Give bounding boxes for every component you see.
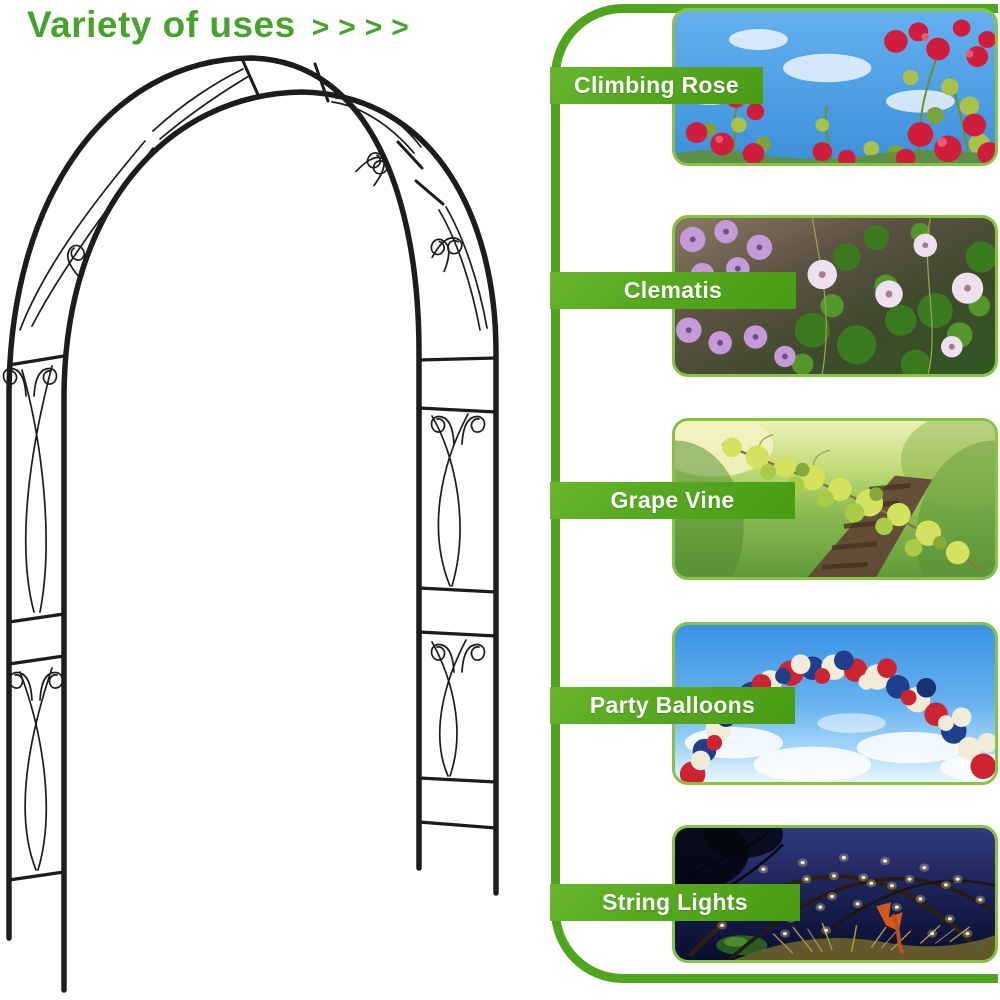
arch-scrollwork [2, 68, 488, 871]
right-post-crossbars [417, 356, 498, 830]
string-lights-photo [672, 825, 998, 963]
use-label-climbing-rose: Climbing Rose [550, 67, 763, 104]
use-label-string-lights: String Lights [550, 884, 800, 921]
title-row: Variety of uses >>>> [27, 4, 418, 46]
use-label-party-balloons: Party Balloons [550, 687, 795, 724]
climbing-rose-photo [672, 8, 998, 166]
left-post-crossbars [7, 354, 66, 882]
climbing-rose-illustration [675, 11, 995, 163]
use-label-clematis: Clematis [550, 272, 796, 309]
garden-arch-drawing [2, 55, 499, 993]
chevron-arrows-icon: >>>> [311, 11, 418, 44]
grape-vine-photo [672, 418, 998, 580]
page-title: Variety of uses [27, 4, 296, 45]
arch-crossbars [241, 59, 445, 206]
use-label-grape-vine: Grape Vine [550, 482, 795, 519]
